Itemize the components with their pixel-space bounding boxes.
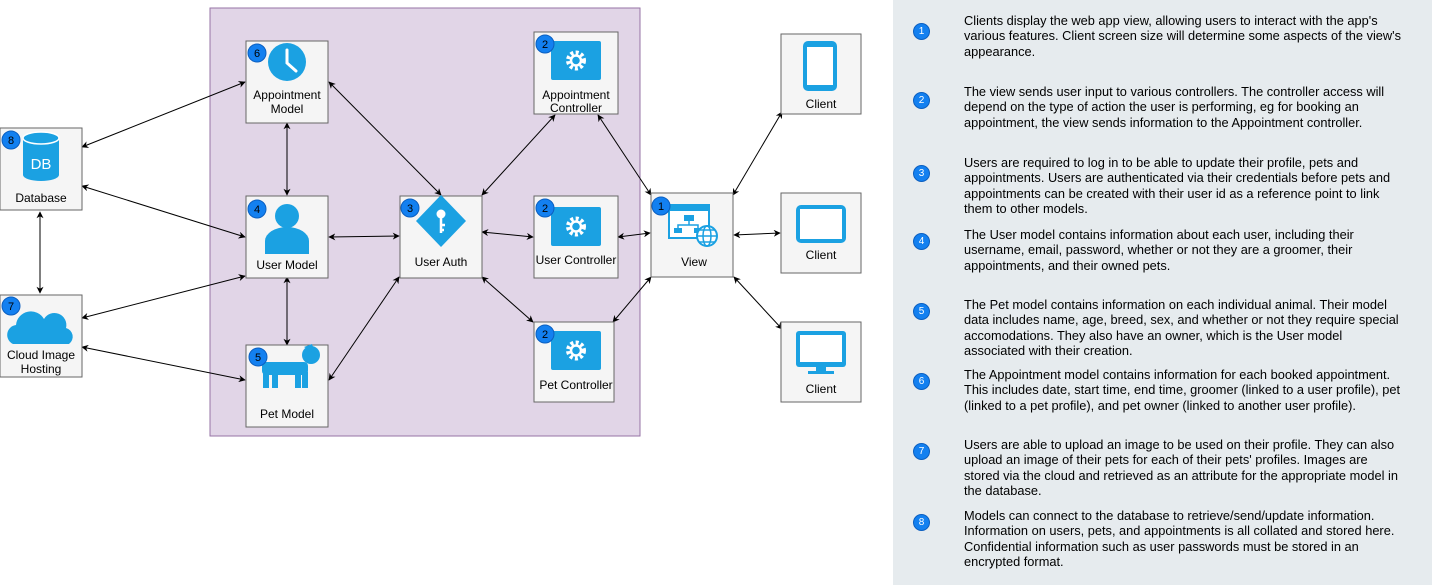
legend-badge: 8 [913, 514, 930, 531]
web-app-icon [668, 204, 718, 247]
edge-user-auth-pet-controller [481, 276, 534, 323]
cloud-icon [7, 311, 73, 344]
edge-database-appointment-model [81, 81, 246, 148]
user-model-label: User Model [256, 258, 317, 272]
edge-cloud-pet-model [81, 344, 246, 383]
cloud-badge: 7 [1, 296, 21, 316]
user-icon [265, 204, 309, 254]
monitor-icon [796, 331, 846, 374]
appointment-controller-label-line2: Controller [550, 101, 602, 115]
legend-text: The view sends user input to various con… [964, 84, 1385, 130]
node-pet-model[interactable]: Pet Model 5 [245, 344, 329, 428]
user-auth-badge: 3 [400, 198, 420, 218]
appointment-model-label-line1: Appointment [253, 88, 321, 102]
svg-text:4: 4 [254, 204, 260, 216]
legend-badge: 5 [913, 303, 930, 320]
node-appointment-controller[interactable]: Appointment Controller 2 [533, 31, 619, 115]
clock-icon [268, 43, 306, 81]
node-pet-controller[interactable]: Pet Controller 2 [533, 321, 615, 403]
legend-badge: 2 [913, 92, 930, 109]
user-controller-badge: 2 [535, 198, 555, 218]
gear-icon [551, 207, 601, 246]
database-label: Database [15, 191, 67, 205]
svg-text:2: 2 [542, 329, 548, 341]
appointment-model-badge: 6 [247, 43, 267, 63]
node-client-tablet[interactable]: Client [780, 192, 862, 274]
cloud-label-line2: Hosting [21, 362, 62, 376]
edge-view-client-tablet [733, 229, 781, 239]
legend-badge: 1 [913, 23, 930, 40]
user-auth-label: User Auth [415, 255, 468, 269]
tablet-icon [796, 205, 846, 243]
edge-appointment-controller-view [597, 114, 652, 196]
database-badge: 8 [1, 130, 21, 150]
pet-controller-badge: 2 [535, 324, 555, 344]
client-tablet-label: Client [806, 248, 837, 262]
node-user-controller[interactable]: User Controller 2 [533, 195, 619, 279]
edge-pet-controller-view [612, 276, 652, 323]
node-user-model[interactable]: User Model 4 [245, 195, 329, 279]
legend-text: The Pet model contains information on ea… [964, 297, 1399, 358]
legend-badge: 7 [913, 443, 930, 460]
view-badge: 1 [651, 196, 671, 216]
key-icon [416, 195, 466, 247]
legend-badge: 4 [913, 233, 930, 250]
user-model-badge: 4 [247, 199, 267, 219]
edge-view-client-monitor [733, 276, 783, 330]
node-appointment-model[interactable]: Appointment Model 6 [245, 40, 329, 124]
legend-text: Users are able to upload an image to be … [964, 437, 1398, 498]
node-client-monitor[interactable]: Client [780, 321, 862, 403]
database-icon: DB [22, 131, 60, 181]
svg-text:DB: DB [31, 156, 52, 173]
edge-cloud-user-model [81, 274, 246, 320]
node-cloud-image-hosting[interactable]: Cloud Image Hosting 7 [0, 294, 83, 378]
appointment-controller-badge: 2 [535, 34, 555, 54]
connectors [36, 81, 783, 383]
legend-text: Clients display the web app view, allowi… [964, 13, 1402, 59]
appointment-controller-label-line1: Appointment [542, 88, 610, 102]
svg-text:5: 5 [255, 352, 261, 364]
architecture-diagram: DB Database 8 Cloud Image Hosting 7 Appo… [0, 7, 862, 437]
svg-text:3: 3 [407, 203, 413, 215]
node-view[interactable]: View 1 [650, 192, 734, 278]
edge-appointment-model-user-auth [328, 81, 442, 196]
edge-pet-model-user-auth [328, 276, 400, 381]
svg-text:6: 6 [254, 48, 260, 60]
edge-view-client-phone [732, 111, 783, 196]
user-controller-label: User Controller [536, 253, 617, 267]
node-user-auth[interactable]: User Auth 3 [399, 195, 483, 279]
pet-model-label: Pet Model [260, 407, 314, 421]
client-phone-label: Client [806, 97, 837, 111]
svg-text:1: 1 [658, 201, 664, 213]
edge-user-model-user-auth [328, 232, 400, 241]
svg-text:7: 7 [8, 301, 14, 313]
edge-database-user-model [81, 184, 246, 239]
legend-panel: 1 Clients display the web app view, allo… [893, 0, 1432, 585]
edge-user-auth-user-controller [481, 229, 534, 240]
svg-text:2: 2 [542, 39, 548, 51]
view-label: View [681, 255, 707, 269]
gear-icon [551, 41, 601, 80]
legend-text: Users are required to log in to be able … [964, 155, 1391, 216]
node-client-phone[interactable]: Client [780, 33, 862, 115]
pet-model-badge: 5 [248, 347, 268, 367]
pet-controller-label: Pet Controller [539, 378, 612, 392]
legend-badge: 3 [913, 165, 930, 182]
svg-text:2: 2 [542, 203, 548, 215]
cloud-label-line1: Cloud Image [7, 348, 75, 362]
client-monitor-label: Client [806, 382, 837, 396]
appointment-model-label-line2: Model [271, 102, 304, 116]
phone-icon [803, 41, 837, 91]
edge-user-auth-appointment-controller [481, 114, 556, 196]
edge-user-controller-view [617, 230, 651, 240]
svg-text:8: 8 [8, 135, 14, 147]
gear-icon [551, 331, 601, 370]
legend-text: The User model contains information abou… [964, 227, 1354, 273]
legend-text: Models can connect to the database to re… [964, 508, 1395, 569]
legend-badge: 6 [913, 373, 930, 390]
legend-text: The Appointment model contains informati… [964, 367, 1401, 413]
node-database[interactable]: DB Database 8 [0, 127, 83, 211]
dog-icon [256, 344, 320, 388]
